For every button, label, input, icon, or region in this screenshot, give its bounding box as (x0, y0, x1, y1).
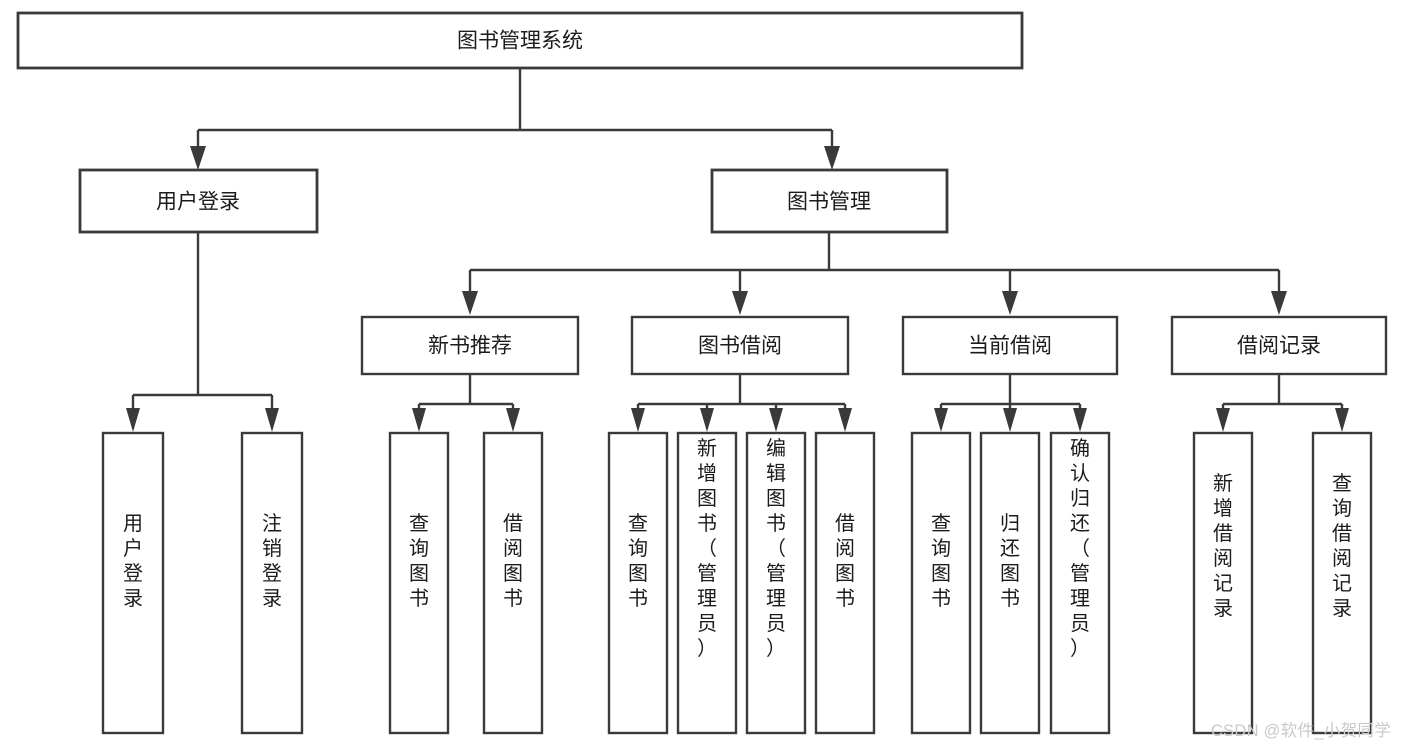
node-current-borrow-box (901, 315, 1119, 376)
node-book-management-box (710, 168, 949, 234)
leaf-node-query-book-borrow-label: 查询图书 (628, 512, 648, 610)
arrow-head-borrow-record (1271, 291, 1287, 315)
node-book-management: 图书管理 (710, 168, 949, 234)
leaf-node-query-book-current: 查询图书 (910, 431, 972, 735)
arrow-head-leaf-5 (631, 408, 645, 432)
leaf-node-borrow-book-label: 借阅图书 (835, 512, 855, 610)
leaf-node-query-book-borrow-box (607, 431, 669, 735)
leaf-node-borrow-book-rec: 借阅图书 (482, 431, 544, 735)
leaf-node-add-book-admin: 新增图书（管理员） (676, 431, 738, 735)
node-borrow-record-label: 借阅记录 (1237, 335, 1321, 358)
node-book-management-label: 图书管理 (787, 191, 871, 214)
arrow-head-new-book-rec (462, 291, 478, 315)
arrow-head-leaf-12 (1216, 408, 1230, 432)
leaf-node-user-login-label: 用户登录 (123, 513, 143, 610)
arrow-head-leaf-6 (700, 408, 714, 432)
leaf-node-query-book-current-box (910, 431, 972, 735)
node-current-borrow-label: 当前借阅 (968, 335, 1052, 358)
arrow-head-leaf-7 (769, 408, 783, 432)
connector-newbook-to-leaves (412, 374, 520, 432)
leaf-node-query-borrow-record: 查询借阅记录 (1311, 431, 1373, 735)
leaf-node-user-login: 用户登录 (101, 431, 165, 735)
arrow-head-book-mgmt (824, 146, 840, 170)
node-new-book-recommend-box (360, 315, 580, 376)
connector-currentborrow-to-leaves (934, 374, 1087, 432)
leaf-node-borrow-book-rec-box (482, 431, 544, 735)
connector-bookborrow-to-leaves (631, 374, 852, 432)
arrow-head-book-borrow (732, 291, 748, 315)
arrow-head-leaf-8 (838, 408, 852, 432)
leaf-node-confirm-return-admin-label: 确认归还（管理员） (1070, 437, 1090, 660)
leaf-node-query-borrow-record-box (1311, 431, 1373, 735)
leaf-node-borrow-book-box (814, 431, 876, 735)
leaf-node-edit-book-admin-label: 编辑图书（管理员） (766, 437, 786, 660)
connector-bookmgmt-to-level3 (462, 232, 1287, 315)
node-book-borrow-box (630, 315, 850, 376)
node-borrow-record-box (1170, 315, 1388, 376)
leaf-node-add-borrow-record: 新增借阅记录 (1192, 431, 1254, 735)
leaf-node-query-book-rec-label: 查询图书 (409, 512, 429, 610)
arrow-head-user-login (190, 146, 206, 170)
leaf-node-query-book-borrow: 查询图书 (607, 431, 669, 735)
leaf-node-borrow-book: 借阅图书 (814, 431, 876, 735)
arrow-head-leaf-13 (1335, 408, 1349, 432)
node-root-label: 图书管理系统 (457, 30, 583, 53)
arrow-head-current-borrow (1002, 291, 1018, 315)
node-new-book-recommend-label: 新书推荐 (428, 335, 512, 358)
leaf-node-edit-book-admin: 编辑图书（管理员） (745, 431, 807, 735)
arrow-head-leaf-11 (1073, 408, 1087, 432)
leaf-node-edit-book-admin-box (745, 431, 807, 735)
leaf-node-confirm-return-admin: 确认归还（管理员） (1049, 431, 1111, 735)
arrow-head-leaf-2 (265, 408, 279, 432)
leaf-node-query-borrow-record-label: 查询借阅记录 (1332, 472, 1352, 620)
leaf-node-add-borrow-record-box (1192, 431, 1254, 735)
leaf-node-query-book-rec: 查询图书 (388, 431, 450, 735)
leaf-node-return-book-box (979, 431, 1041, 735)
leaf-node-logout: 注销登录 (240, 431, 304, 735)
arrow-head-leaf-3 (412, 408, 426, 432)
node-root-box (16, 11, 1024, 70)
leaf-node-confirm-return-admin-box (1049, 431, 1111, 735)
arrow-head-leaf-4 (506, 408, 520, 432)
leaf-node-logout-box (240, 431, 304, 735)
connector-borrowrecord-to-leaves (1216, 374, 1349, 432)
arrow-head-leaf-10 (1003, 408, 1017, 432)
node-borrow-record: 借阅记录 (1170, 315, 1388, 376)
leaf-node-logout-label: 注销登录 (262, 512, 282, 610)
leaf-node-borrow-book-rec-label: 借阅图书 (503, 512, 523, 610)
leaf-node-return-book-label: 归还图书 (1000, 512, 1020, 610)
connector-userlogin-to-leaves (126, 232, 279, 432)
connector-root-to-level2 (190, 68, 840, 170)
leaf-node-add-book-admin-label: 新增图书（管理员） (697, 437, 717, 660)
leaf-node-add-borrow-record-label: 新增借阅记录 (1213, 472, 1233, 620)
node-book-borrow: 图书借阅 (630, 315, 850, 376)
leaf-node-add-book-admin-box (676, 431, 738, 735)
node-book-borrow-label: 图书借阅 (698, 335, 782, 358)
leaf-node-query-book-rec-box (388, 431, 450, 735)
leaf-node-query-book-current-label: 查询图书 (931, 512, 951, 610)
arrow-head-leaf-9 (934, 408, 948, 432)
node-new-book-recommend: 新书推荐 (360, 315, 580, 376)
node-user-login: 用户登录 (78, 168, 319, 234)
arrow-head-leaf-1 (126, 408, 140, 432)
leaf-node-user-login-box (101, 431, 165, 735)
node-user-login-label: 用户登录 (156, 191, 240, 214)
node-root: 图书管理系统 (16, 11, 1024, 70)
node-current-borrow: 当前借阅 (901, 315, 1119, 376)
leaf-node-return-book: 归还图书 (979, 431, 1041, 735)
